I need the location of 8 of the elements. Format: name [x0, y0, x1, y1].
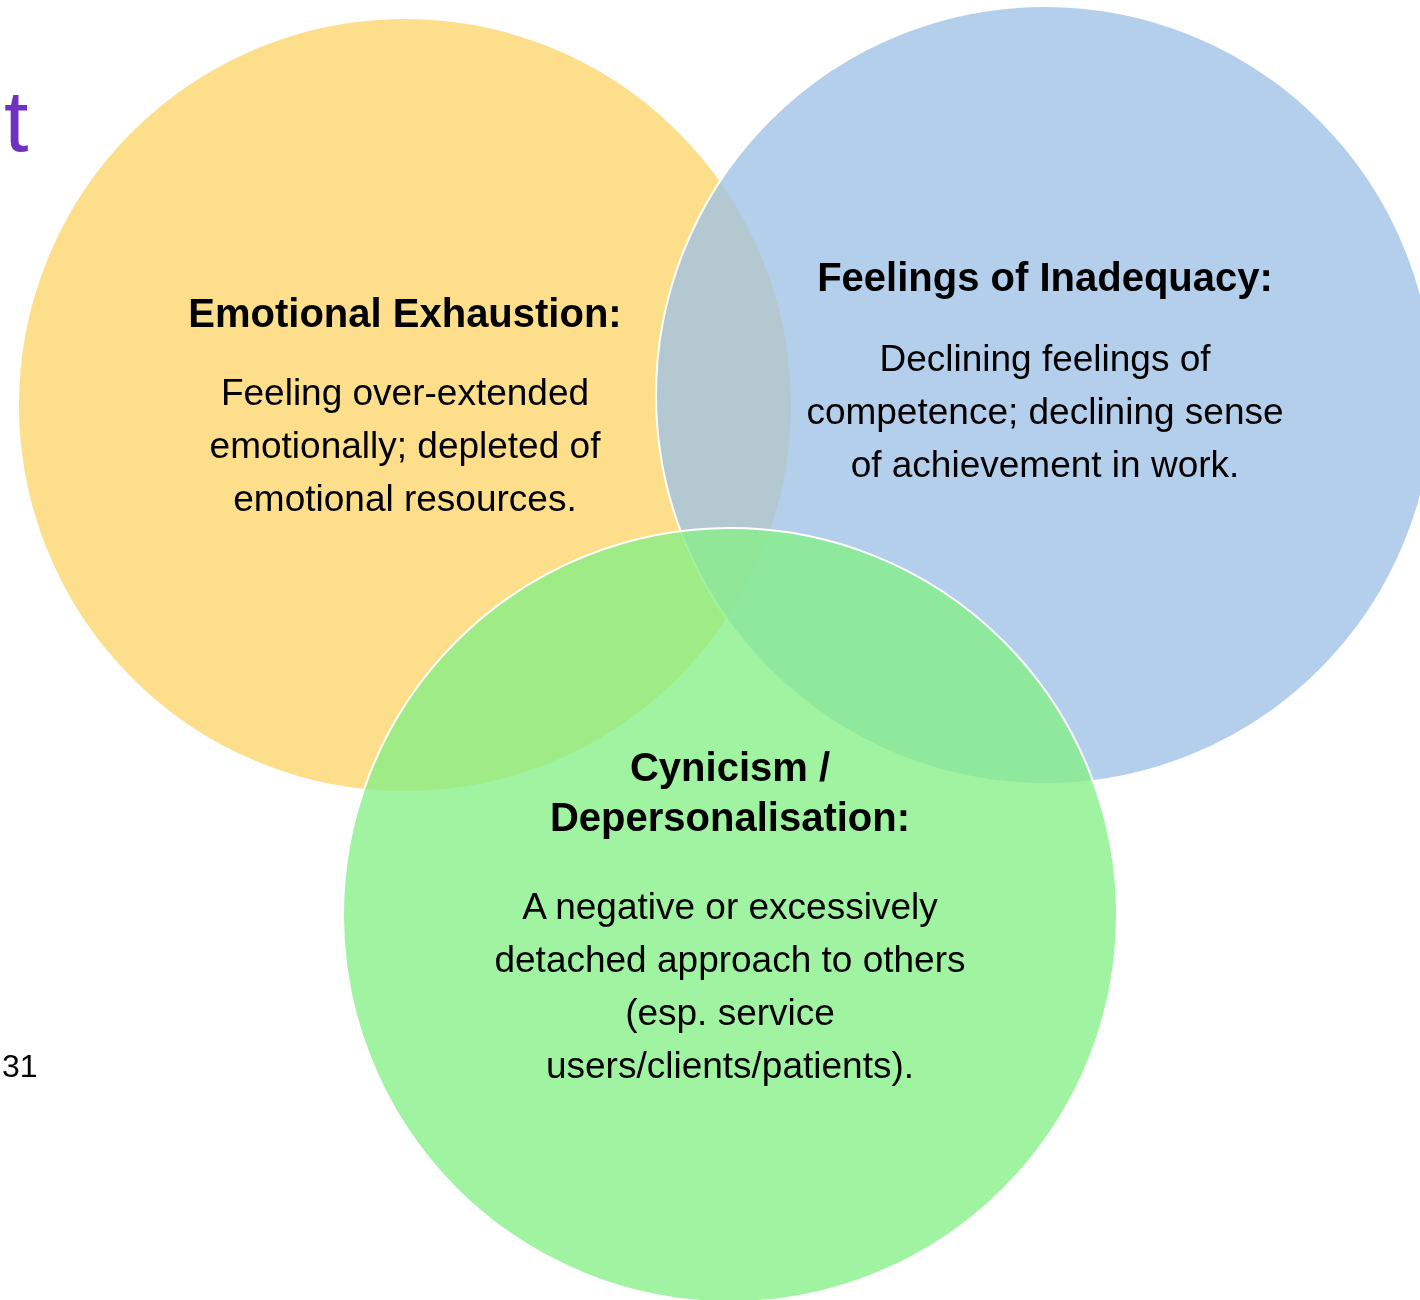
circle-description: A negative or excessively detached approach to others (esp. service users/clients/patients). — [493, 885, 967, 1088]
circle-heading: Emotional Exhaustion: — [187, 290, 623, 337]
circle-description: Feeling over-extended emotionally; depleted of emotional resources. — [208, 371, 602, 521]
circle-description: Declining feelings of competence; declining sense of achievement in work. — [805, 337, 1285, 487]
title-fragment: t — [4, 70, 29, 172]
circle-heading: Feelings of Inadequacy: — [816, 254, 1274, 301]
circle-heading: Cynicism / Depersonalisation: — [548, 744, 912, 841]
page-number: 31 — [2, 1048, 38, 1085]
